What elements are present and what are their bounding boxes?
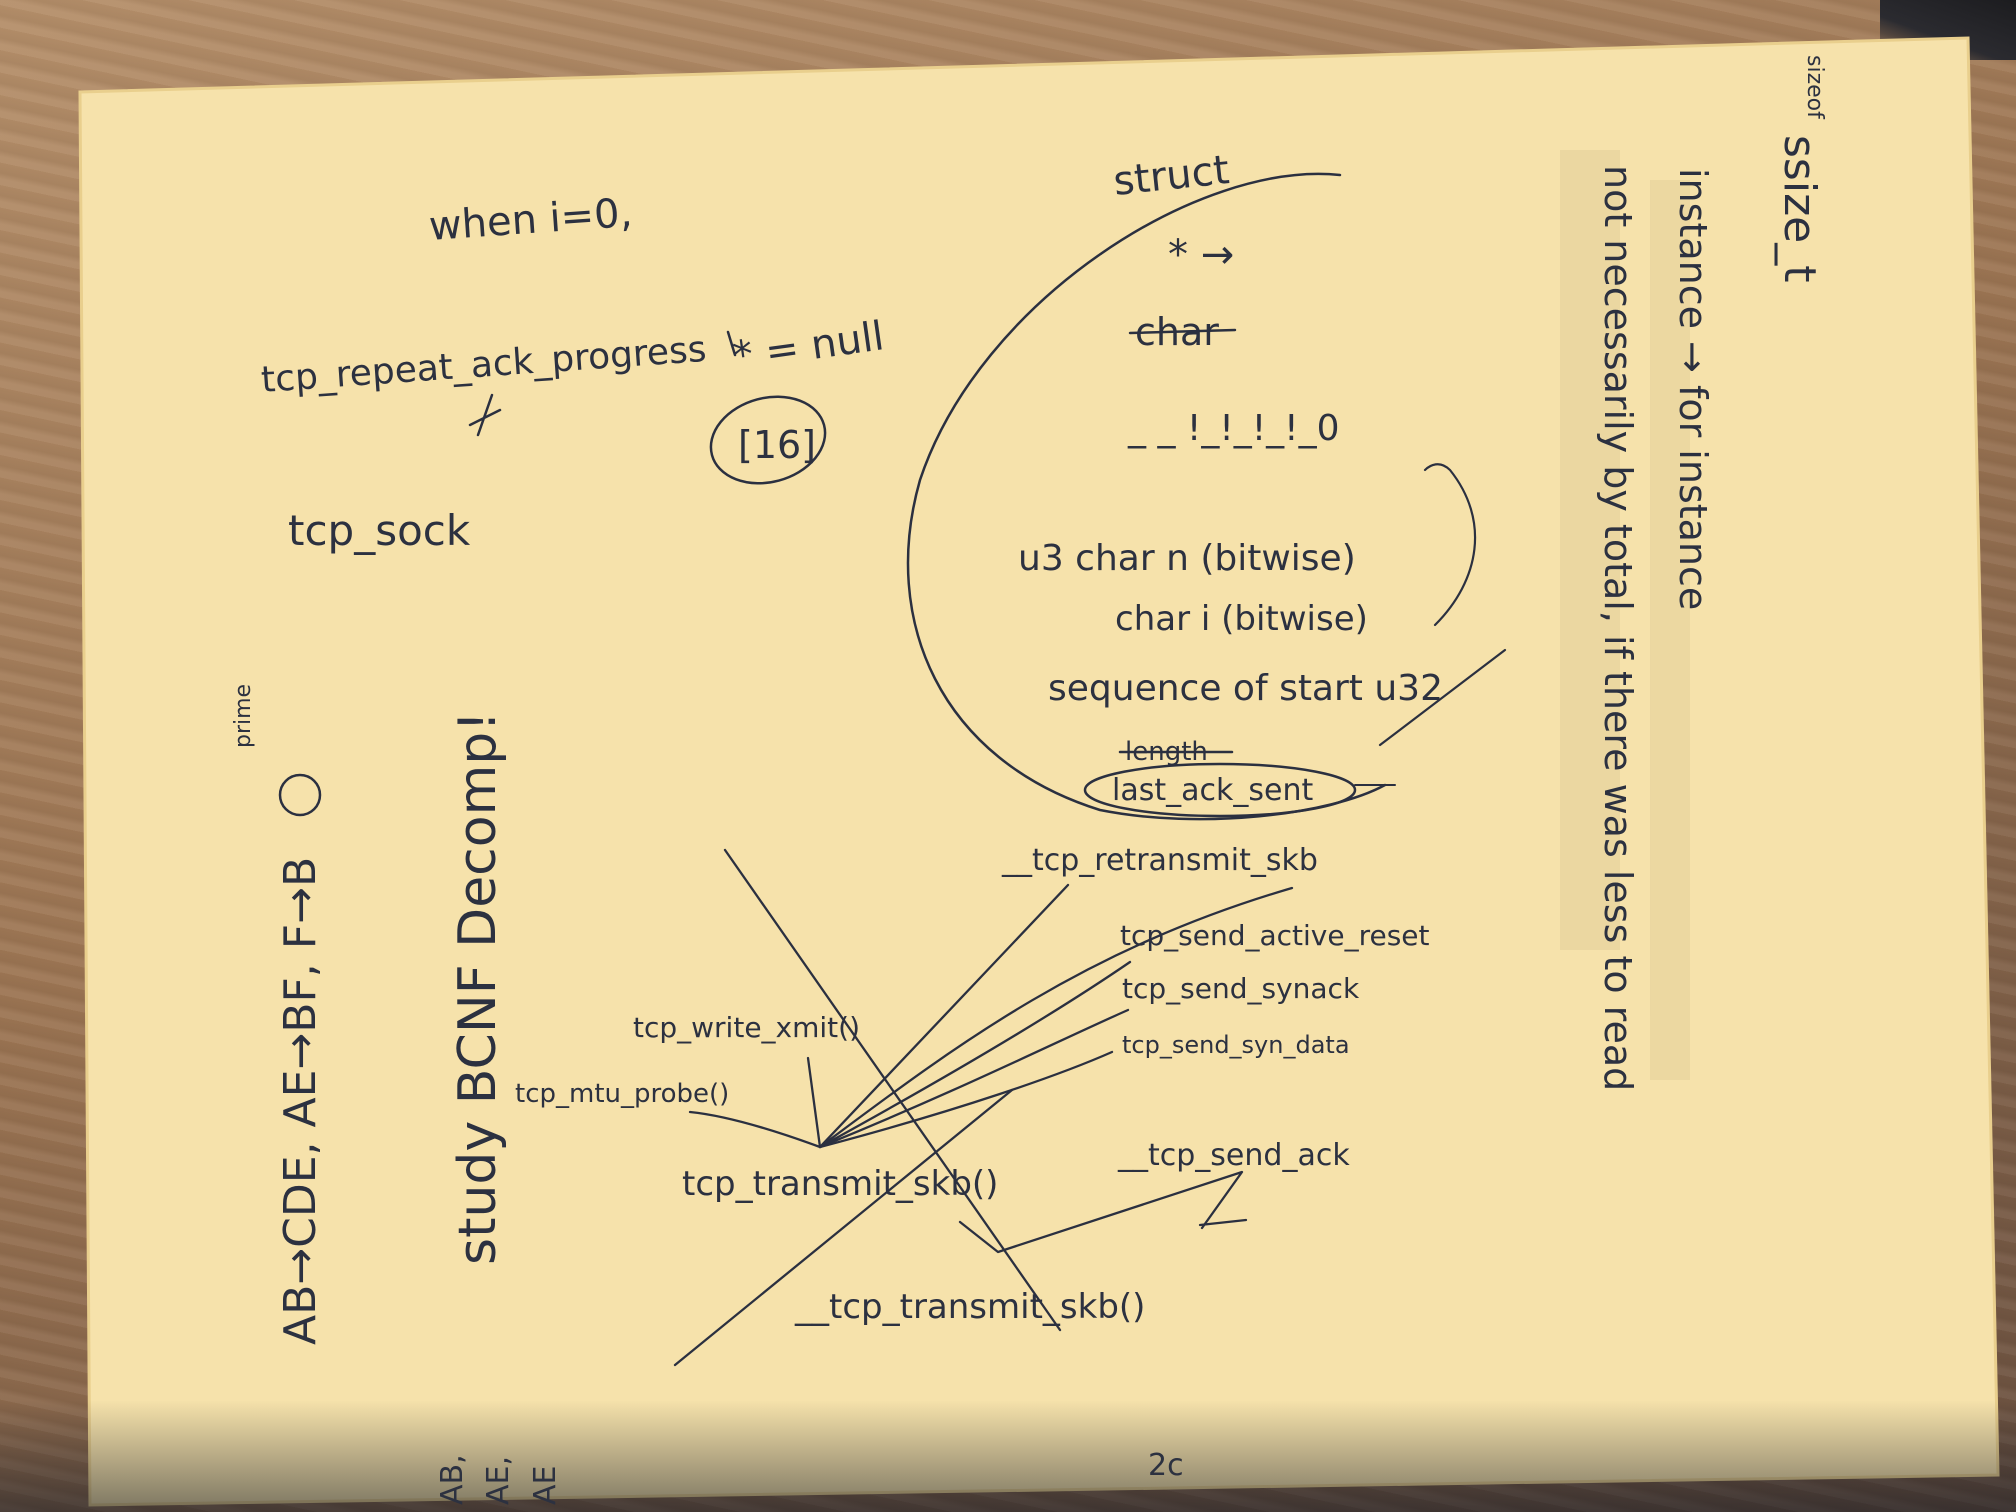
note-null: * = null	[730, 313, 887, 380]
note-bits-pattern: _ _ !_!_!_!_0	[1127, 408, 1340, 449]
note-study-bcnf: study BCNF Decomp!	[448, 711, 508, 1265]
note-last-ack-sent: last_ack_sent	[1112, 773, 1313, 808]
note-synack: tcp_send_synack	[1122, 972, 1360, 1005]
note-bottom-ae2: AE	[528, 1466, 563, 1505]
note-struct: struct	[1111, 147, 1231, 205]
note-when-i: when i=0,	[427, 190, 633, 250]
note-not-necessarily: not necessarily by total, if there was l…	[1596, 165, 1640, 1091]
note-tcp-repeat: tcp_repeat_ack_progress	[260, 329, 708, 401]
note-u3-chars: u3 char n (bitwise)	[1018, 538, 1356, 579]
note-active-reset: tcp_send_active_reset	[1120, 919, 1430, 952]
photo-shadow	[0, 1400, 2016, 1512]
note-sequence: sequence of start u32	[1048, 668, 1443, 709]
note-instance: instance → for instance	[1671, 168, 1715, 610]
note-dunder-transmit: __tcp_transmit_skb()	[794, 1287, 1145, 1327]
note-write-xmit: tcp_write_xmit()	[633, 1011, 860, 1044]
note-ssize-t: ssize_t	[1774, 135, 1825, 283]
note-mtu-probe: tcp_mtu_probe()	[515, 1079, 729, 1109]
note-tcp-sock: tcp_sock	[288, 506, 471, 555]
note-retransmit: __tcp_retransmit_skb	[1001, 843, 1318, 878]
note-ssize-t-sizeof: sizeof	[1802, 55, 1827, 120]
note-bottom-ab: AB,	[435, 1454, 470, 1505]
note-send-ack: __tcp_send_ack	[1117, 1138, 1350, 1173]
note-syn-data: tcp_send_syn_data	[1122, 1031, 1350, 1059]
note-prime: prime	[231, 684, 256, 748]
note-bottom-2c: 2c	[1148, 1448, 1184, 1483]
note-bracket-16: [16]	[738, 423, 816, 467]
note-star-arrow: * →	[1168, 232, 1234, 278]
note-bottom-ae1: AE,	[481, 1456, 516, 1505]
note-char-i: char i (bitwise)	[1115, 599, 1368, 639]
call-graph-edges	[673, 848, 1294, 1367]
note-fd-rule: AB→CDE, AE→BF, F→B	[275, 857, 326, 1345]
note-transmit-skb: tcp_transmit_skb()	[682, 1164, 998, 1204]
